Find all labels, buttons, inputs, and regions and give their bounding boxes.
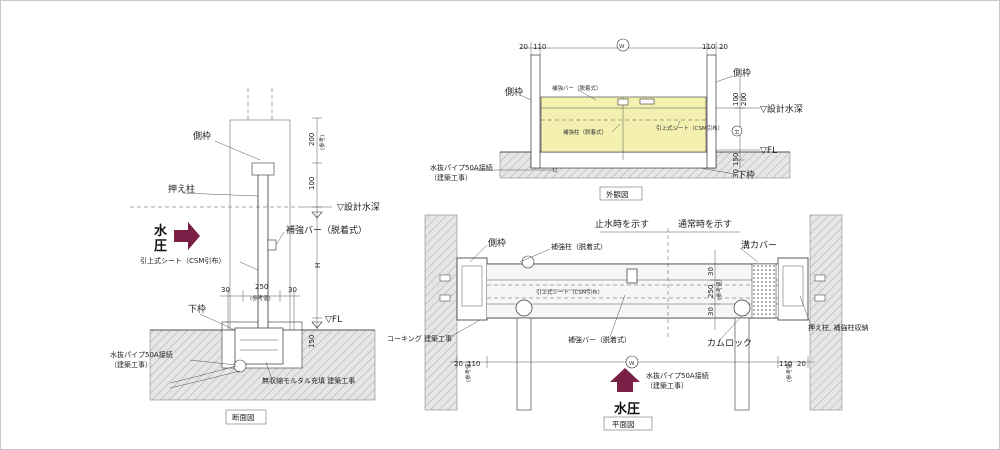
plan-reinforce-bar-label: 補強バー（脱着式）: [568, 335, 631, 344]
plan-normal-label: 通常時を示す: [678, 218, 732, 230]
section-water-label-1: 水: [154, 223, 168, 239]
elevation-dim-200: 200: [740, 93, 748, 106]
elevation-drain-pipe-label-2: （建築工事）: [430, 173, 472, 182]
section-lower-frame: [234, 327, 284, 365]
plan-dim-250: 250: [707, 285, 715, 298]
section-design-depth-label: ▽設計水深: [337, 201, 380, 213]
section-dim-250-note: (参考値): [250, 294, 271, 302]
elevation-pullup-sheet-label: 引上式シート（CSM引布）: [656, 124, 723, 132]
elevation-dim-100: 100: [732, 93, 740, 106]
elevation-dim-20r: 20: [719, 43, 728, 51]
plan-dim-note-c: (参考値): [715, 279, 723, 300]
section-lower-frame-label: 下枠: [188, 303, 206, 315]
elevation-side-frame-left: [530, 54, 541, 169]
plan-water-pressure-label: 水圧: [614, 401, 640, 417]
elevation-drain-pipe-label-1: 水抜パイプ50A接続: [430, 163, 493, 172]
plan-drain-pipe-label-1: 水抜パイプ50A接続: [646, 371, 709, 380]
section-dim-200: 200: [308, 133, 316, 146]
section-pullup-sheet-label: 引上式シート（CSM引布）: [140, 256, 225, 265]
plan-dim-note-r: (参考値): [785, 361, 793, 382]
plan-groove-cover-label: 溝カバー: [741, 239, 777, 251]
section-view: [130, 88, 376, 401]
section-water-label-2: 圧: [154, 239, 167, 254]
elevation-design-depth-label: ▽設計水深: [760, 103, 803, 115]
plan-dim-note-l: (参考値): [464, 361, 472, 382]
elevation-design-depth-text: 設計水深: [767, 103, 803, 115]
elevation-dim-H: H: [735, 130, 741, 134]
plan-drain-pipe-left: [516, 317, 532, 411]
plan-dim-30a: 30: [707, 267, 715, 276]
section-dim-30a: 30: [221, 286, 230, 294]
plan-dim-20l: 20: [454, 360, 463, 368]
section-reinforce-bar-label: 補強バー（脱着式）: [286, 224, 367, 236]
plan-side-frame-right: [777, 257, 809, 321]
section-dim-250: 250: [255, 283, 268, 291]
plan-dim-110l: 110: [467, 360, 480, 368]
plan-reinforce-col-label: 補強柱（脱着式）: [551, 242, 607, 251]
elevation-reinforce-bar-label: 補強バー（脱着式）: [552, 84, 602, 92]
plan-view: [424, 214, 843, 411]
section-design-depth-text: 設計水深: [344, 201, 380, 213]
elevation-side-frame-right-label: 側枠: [733, 67, 751, 79]
section-drain-pipe-label-2: （建築工事）: [110, 360, 152, 369]
plan-pullup-sheet-label: 引上式シート（CSM引布）: [536, 288, 603, 296]
section-caption: 断面図: [232, 412, 255, 422]
plan-cam-lock-label: カムロック: [707, 338, 752, 349]
elevation-dim-20l: 20: [519, 43, 528, 51]
section-dim-30b: 30: [288, 286, 297, 294]
plan-side-frame-label: 側枠: [488, 237, 506, 249]
elevation-dim-W: W: [619, 44, 625, 50]
elevation-side-frame-left-label: 側枠: [505, 86, 523, 98]
plan-dim-W: W: [629, 361, 635, 367]
section-dim-150: 150: [308, 335, 316, 348]
section-dim-100: 100: [308, 177, 316, 190]
plan-caption: 平面図: [612, 420, 635, 429]
elevation-view: [470, 38, 791, 179]
plan-dim-110r: 110: [779, 360, 792, 368]
section-mortar-label: 無収縮モルタル充填 建築工事: [262, 376, 355, 385]
plan-water-pressure-arrow: [610, 368, 640, 392]
plan-wall-right: [809, 214, 843, 411]
elevation-lower-frame-label: 下枠: [737, 169, 755, 181]
section-push-column-label: 押え柱: [168, 183, 195, 195]
elevation-caption: 外観図: [606, 189, 629, 199]
plan-push-column-storage-label: 押え柱, 補強柱収納: [808, 323, 868, 332]
plan-caulking-label: コーキング 建築工事: [387, 334, 452, 343]
plan-dim-20r: 20: [797, 360, 806, 368]
plan-side-frame-left: [456, 257, 488, 321]
section-dim-H: H: [314, 263, 322, 268]
elevation-side-frame-right: [706, 54, 717, 169]
section-drain-pipe-label-1: 水抜パイプ50A接続: [110, 350, 173, 359]
elevation-dim-150: 150: [732, 153, 740, 166]
plan-drain-pipe-right: [734, 317, 750, 411]
section-dim-200-note: (参考): [318, 135, 326, 150]
section-fl-label: ▽FL: [325, 315, 342, 325]
section-push-column: [257, 164, 269, 331]
elevation-fl-text: FL: [767, 146, 777, 156]
elevation-reinforce-col-label: 補強柱（脱着式）: [563, 128, 607, 136]
elevation-dim-110r: 110: [702, 43, 715, 51]
plan-stop-water-label: 止水時を示す: [595, 218, 649, 230]
section-fl-text: FL: [332, 315, 342, 325]
elevation-fl-label: ▽FL: [760, 146, 777, 156]
elevation-dim-30: 30: [732, 169, 740, 178]
section-water-pressure-arrow: [174, 222, 200, 250]
plan-wall-left: [424, 214, 458, 411]
section-side-frame-label: 側枠: [193, 130, 211, 142]
elevation-dim-110l: 110: [533, 43, 546, 51]
plan-reinforce-column: [626, 268, 638, 284]
plan-groove-cover: [751, 263, 777, 319]
plan-drain-pipe-label-2: （建築工事）: [646, 381, 688, 390]
section-reinforce-bar: [267, 239, 277, 251]
plan-dim-30b: 30: [707, 307, 715, 316]
